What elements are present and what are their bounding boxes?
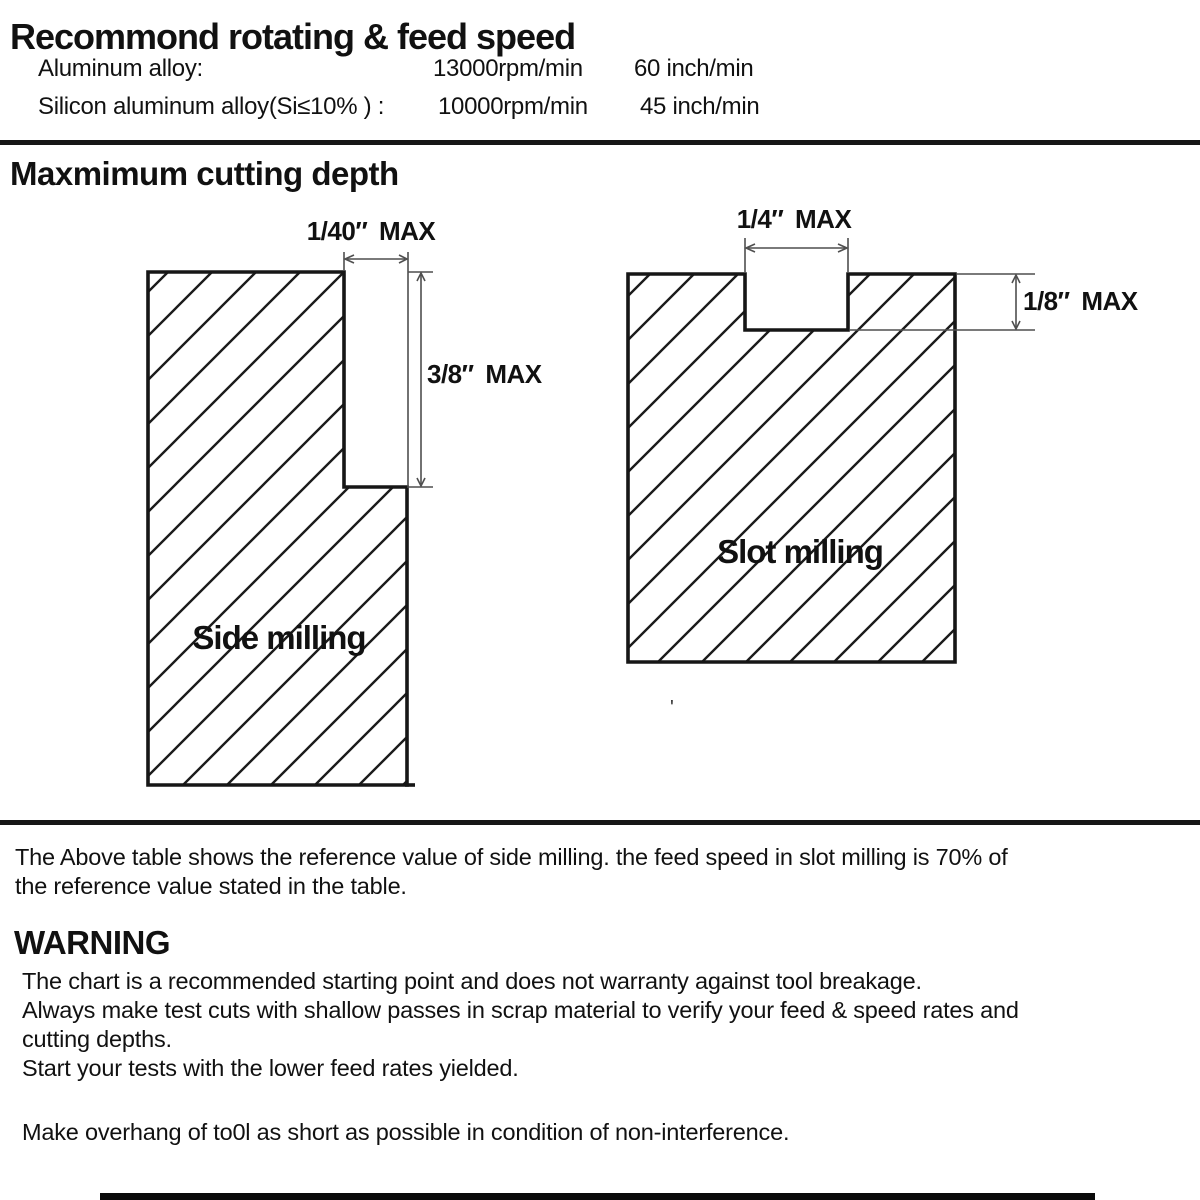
arrowhead-down	[1011, 320, 1021, 331]
warning-line: Start your tests with the lower feed rat…	[22, 1055, 519, 1081]
page-title: Recommond rotating & feed speed	[10, 16, 576, 57]
cutting-depth-heading: Maxmimum cutting depth	[10, 155, 399, 192]
cutting-depth-diagram: 1/40″ MAX 3/8″ MAX Side milling 1/4″ MAX…	[146, 204, 1139, 787]
overhang-note: Make overhang of to0l as short as possib…	[22, 1119, 790, 1145]
reference-note-line: the reference value stated in the table.	[15, 873, 407, 899]
side-milling-shape	[146, 270, 409, 787]
rpm-value: 13000rpm/min	[433, 55, 583, 82]
arrowhead-right	[837, 243, 849, 253]
warning-line: cutting depths.	[22, 1026, 172, 1052]
arrowhead-left	[343, 254, 355, 264]
feed-value: 45 inch/min	[640, 93, 760, 120]
feed-value: 60 inch/min	[634, 55, 754, 82]
slot-milling-label: Slot milling	[717, 533, 883, 570]
arrowhead-down	[416, 477, 426, 488]
reference-note: The Above table shows the reference valu…	[15, 843, 1008, 901]
stray-mark: '	[670, 697, 674, 719]
slot-depth-dim-label: 1/8″ MAX	[1023, 286, 1139, 316]
reference-note-line: The Above table shows the reference valu…	[15, 844, 1008, 870]
warning-heading: WARNING	[14, 924, 171, 961]
arrowhead-right	[398, 254, 409, 264]
top-divider	[0, 140, 1200, 145]
warning-body: The chart is a recommended starting poin…	[22, 967, 1019, 1083]
side-milling-label: Side milling	[192, 619, 365, 656]
side-width-dim-label: 1/40″ MAX	[307, 216, 437, 246]
arrowhead-up	[1011, 273, 1021, 284]
warning-line: The chart is a recommended starting poin…	[22, 968, 922, 994]
slot-width-dim-label: 1/4″ MAX	[737, 204, 853, 234]
middle-divider	[0, 820, 1200, 825]
rpm-value: 10000rpm/min	[438, 93, 588, 120]
material-label: Aluminum alloy:	[38, 55, 203, 82]
bottom-bar	[100, 1193, 1095, 1200]
material-label: Silicon aluminum alloy(Si≤10% ) :	[38, 93, 385, 120]
slot-milling-shape	[626, 272, 957, 664]
arrowhead-up	[416, 271, 426, 282]
side-depth-dim-label: 3/8″ MAX	[427, 359, 543, 389]
arrowhead-left	[744, 243, 756, 253]
warning-line: Always make test cuts with shallow passe…	[22, 997, 1019, 1023]
